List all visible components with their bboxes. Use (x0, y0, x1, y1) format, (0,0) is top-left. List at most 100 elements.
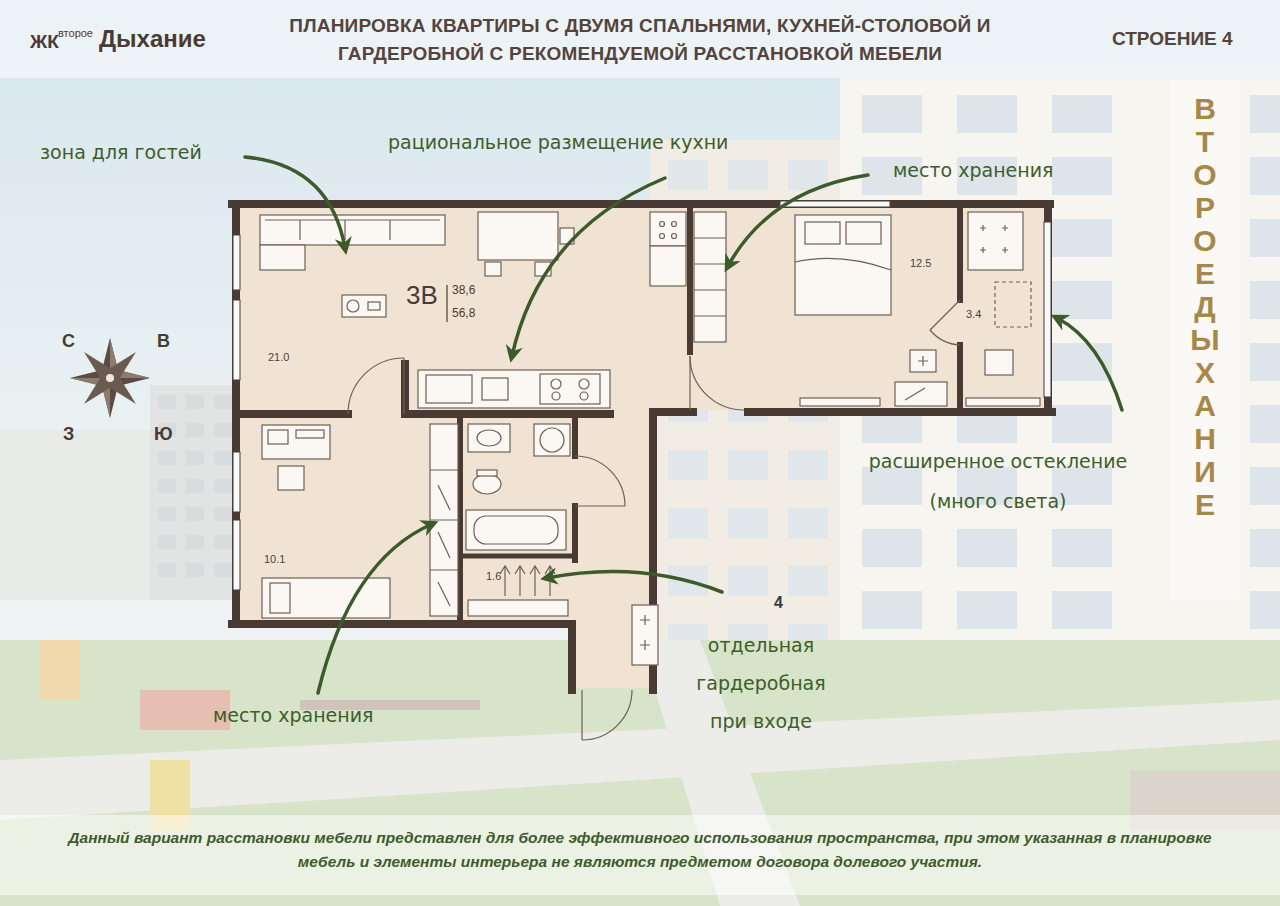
furniture (500, 566, 555, 574)
windows-in-plan (233, 520, 240, 590)
furniture (473, 474, 501, 494)
compass (84, 352, 136, 404)
furniture (426, 375, 472, 403)
furniture (347, 300, 359, 312)
furniture (540, 428, 564, 452)
furniture (672, 222, 677, 227)
furniture (474, 516, 558, 544)
doors (575, 505, 625, 506)
compass-letter: В (157, 331, 170, 352)
walls (748, 408, 1052, 416)
furniture (485, 262, 501, 276)
callout-text: отдельная гардеробная при входе (676, 626, 846, 740)
furniture (260, 215, 445, 245)
furniture (905, 388, 925, 400)
furniture (800, 398, 880, 406)
furniture (672, 234, 677, 239)
furniture (985, 350, 1013, 375)
room-area-number: 3.4 (966, 309, 1045, 320)
walls (232, 200, 1050, 208)
callout-arrow (1057, 318, 1122, 410)
room-area: 12.5 (690, 208, 960, 408)
furniture (468, 424, 510, 452)
logo-text: второе (58, 27, 93, 40)
furniture (418, 370, 610, 408)
logo-text: Дыхание (99, 25, 206, 53)
walls (572, 418, 578, 456)
furniture (478, 212, 558, 260)
furniture (505, 566, 550, 596)
furniture (278, 466, 304, 490)
room-area-number: 21.0 (268, 352, 655, 363)
callout-arrow (318, 524, 432, 693)
doors (690, 356, 744, 410)
furniture (650, 246, 686, 286)
furniture (660, 234, 665, 239)
room-area-number: 10.1 (264, 554, 425, 565)
walls (957, 345, 963, 410)
walls (568, 624, 576, 690)
furniture (430, 470, 458, 570)
callout-arrow (547, 572, 722, 592)
label-divider (447, 285, 448, 322)
furniture (540, 374, 600, 404)
entrance-number: 4 (774, 594, 783, 612)
doors (575, 456, 625, 506)
compass (70, 338, 150, 418)
callout-arrow (512, 178, 665, 356)
label-divider (446, 285, 447, 322)
walls (687, 208, 693, 352)
doors (930, 330, 960, 345)
windows-in-plan (233, 300, 240, 380)
callout-arrow (245, 157, 345, 248)
furniture (580, 392, 588, 400)
furniture (918, 356, 928, 366)
furniture (579, 379, 589, 389)
furniture (966, 398, 1040, 406)
furniture (260, 245, 305, 270)
callout-text: расширенное остекление (много света) (848, 441, 1148, 521)
page-title: ПЛАНИРОВКА КВАРТИРЫ С ДВУМЯ СПАЛЬНЯМИ, К… (255, 12, 1025, 68)
furniture (968, 212, 1023, 270)
furniture (260, 212, 1040, 665)
room-area: 10.1 (240, 418, 425, 620)
furniture (632, 605, 658, 665)
living-area: 38,6 (452, 284, 475, 298)
furniture (995, 282, 1031, 327)
furniture (694, 212, 726, 342)
doors (348, 300, 960, 740)
building-number: СТРОЕНИЕ 4 (1112, 28, 1233, 50)
callout-text: место хранения (213, 705, 373, 727)
walls (405, 410, 610, 418)
furniture (980, 225, 1008, 253)
walls (572, 506, 578, 560)
doors (582, 690, 632, 740)
callout-text: зона для гостей (40, 142, 202, 164)
room-area: 21.0 (240, 208, 655, 410)
furniture (482, 378, 508, 400)
furniture (534, 424, 570, 456)
windows-in-plan (1044, 222, 1051, 397)
building-sign: ВТОРОЕ ДЫХАНИЕ (1190, 92, 1220, 521)
walls (1044, 204, 1052, 412)
furniture (650, 212, 686, 246)
caption-band (0, 815, 1280, 895)
furniture (265, 220, 440, 240)
furniture (430, 424, 458, 616)
total-area: 56,8 (452, 307, 475, 321)
windows-in-plan (780, 201, 890, 207)
walls (957, 208, 963, 300)
furniture (846, 222, 881, 244)
callout-text: место хранения (893, 160, 1053, 182)
furniture (805, 222, 840, 244)
furniture (468, 600, 568, 616)
furniture (551, 379, 561, 389)
callout-text: рациональное размещение кухни (388, 132, 728, 154)
compass (84, 352, 136, 404)
compass-letter: С (62, 331, 75, 352)
furniture (694, 238, 726, 316)
